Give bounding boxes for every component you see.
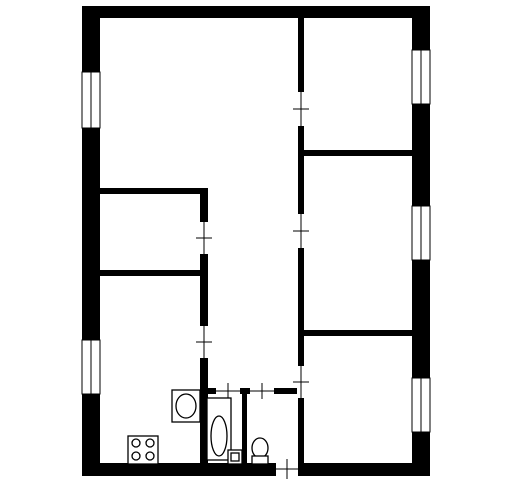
window-right-middle (411, 205, 431, 261)
door-bedroom-bottom (293, 366, 309, 398)
bathtub-icon (206, 397, 232, 461)
window-left-top (81, 71, 101, 129)
windows (81, 49, 431, 433)
door-bathroom (216, 383, 240, 399)
exterior-walls (82, 6, 430, 476)
interior-walls (98, 16, 414, 466)
wall-right-bedroom-divider-2 (302, 330, 414, 336)
toilet-icon (251, 437, 269, 465)
door-kitchen (196, 326, 212, 358)
wall-bottom (82, 463, 430, 476)
wall-right-bedroom-divider-1 (302, 150, 414, 156)
door-bedroom-top (293, 92, 309, 126)
door-bedroom-middle (293, 214, 309, 248)
wall-small-room-bottom (98, 270, 206, 276)
fixtures (127, 389, 269, 465)
window-right-bottom (411, 377, 431, 433)
stove-icon (127, 435, 159, 465)
door-entrance (276, 459, 298, 479)
window-left-bottom (81, 339, 101, 395)
washbasin-icon (227, 449, 243, 465)
wall-top (82, 6, 430, 18)
wall-small-room-top (98, 188, 208, 194)
window-right-top (411, 49, 431, 105)
door-toilet (250, 383, 274, 399)
sink-icon (171, 389, 201, 423)
doors (196, 92, 309, 479)
door-small-room (196, 222, 212, 254)
wall-bath-toilet-divider (242, 388, 247, 466)
